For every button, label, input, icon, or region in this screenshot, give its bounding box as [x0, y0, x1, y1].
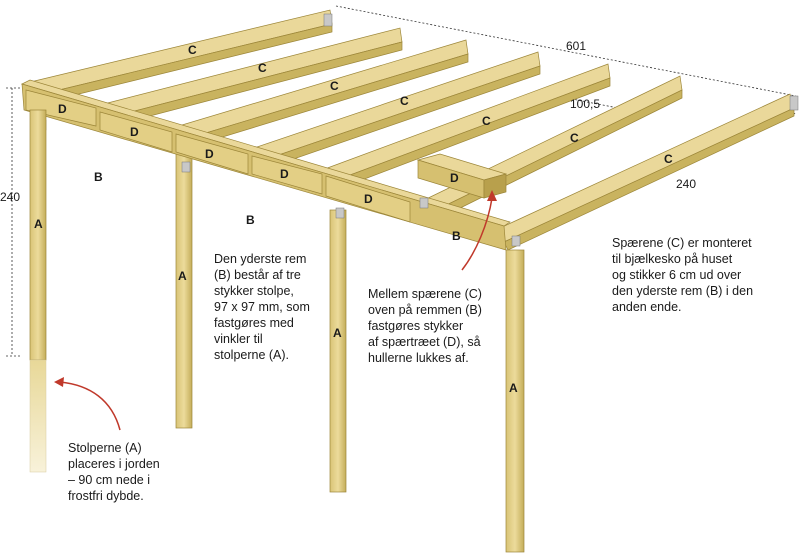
posts-back: [175, 149, 347, 493]
label-d: D: [130, 125, 139, 139]
label-c: C: [664, 152, 673, 166]
note-stolper: Stolperne (A) placeres i jorden – 90 cm …: [68, 441, 160, 503]
label-d: D: [205, 147, 214, 161]
label-d: D: [280, 167, 289, 181]
label-a: A: [509, 381, 518, 395]
arrow-heads: [54, 190, 497, 387]
label-a: A: [178, 269, 187, 283]
label-a: A: [333, 326, 342, 340]
dim-spacing: 100,5: [570, 97, 600, 111]
label-c: C: [570, 131, 579, 145]
label-c: C: [400, 94, 409, 108]
arrow-mellem: [461, 197, 493, 271]
dim-length: 601: [566, 39, 586, 53]
blocking-d: [25, 89, 508, 223]
label-b: B: [94, 170, 103, 184]
posts-front: [29, 109, 525, 553]
arrows: [59, 197, 493, 431]
arrow-stolper: [59, 381, 121, 431]
dim-depth-top: 240: [0, 190, 20, 204]
label-a: A: [34, 217, 43, 231]
label-b: B: [246, 213, 255, 227]
label-c: C: [482, 114, 491, 128]
dim-depth-front: 240: [676, 177, 696, 191]
label-c: C: [330, 79, 339, 93]
note-mellem: Mellem spærene (C) oven på remmen (B) fa…: [368, 287, 482, 365]
note-rem: Den yderste rem (B) består af tre stykke…: [214, 252, 310, 362]
label-c: C: [258, 61, 267, 75]
label-d: D: [364, 192, 373, 206]
note-spaer: Spærene (C) er monteret til bjælkesko på…: [612, 236, 754, 314]
label-b: B: [452, 229, 461, 243]
label-d: D: [58, 102, 67, 116]
label-d: D: [450, 171, 459, 185]
label-c: C: [188, 43, 197, 57]
